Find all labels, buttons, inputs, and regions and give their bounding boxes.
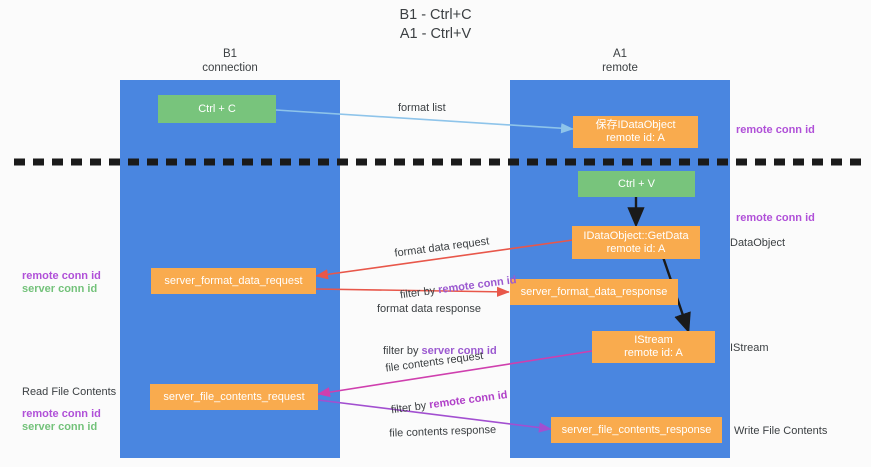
right-column-header: A1 remote: [602, 48, 638, 74]
edge-label-format-data-response-line2: filter by server conn id: [377, 344, 497, 358]
edge-label-format-data-response: format data response filter by server co…: [377, 274, 497, 386]
side-label-istream: IStream: [730, 342, 769, 354]
edge-label-format-data-response-line1: format data response: [377, 303, 481, 315]
node-ctrl-v[interactable]: Ctrl + V: [578, 171, 695, 197]
node-save-idataobject[interactable]: 保存IDataObject remote id: A: [573, 116, 698, 148]
side-label-left-remote-conn-id-mid: remote conn id: [22, 270, 101, 282]
left-column-header: B1 connection: [202, 48, 258, 74]
side-label-left-server-conn-id-mid: server conn id: [22, 283, 98, 295]
node-server-file-contents-response[interactable]: server_file_contents_response: [551, 417, 722, 443]
side-label-left-remote-conn-id-bottom: remote conn id: [22, 408, 101, 420]
side-label-dataobject: DataObject: [730, 237, 786, 249]
key-server-conn-id: server conn id: [421, 345, 497, 357]
node-istream[interactable]: IStream remote id: A: [592, 331, 715, 363]
node-server-format-data-response[interactable]: server_format_data_response: [510, 279, 678, 305]
page-title: B1 - Ctrl+C A1 - Ctrl+V: [399, 7, 472, 42]
side-label-left-server-conn-id-bottom: server conn id: [22, 421, 98, 433]
node-server-file-contents-request[interactable]: server_file_contents_request: [150, 384, 318, 410]
side-label-remote-conn-id-top: remote conn id: [736, 124, 815, 136]
edge-label-file-contents-response: file contents response filter by server …: [378, 395, 499, 467]
filter-by-prefix: filter by: [383, 345, 422, 357]
edge-label-file-contents-request-line1: file contents request: [384, 349, 484, 375]
edge-label-format-data-request-line1: format data request: [393, 235, 490, 260]
node-server-format-data-request[interactable]: server_format_data_request: [151, 268, 316, 294]
side-label-read-file-contents: Read File Contents: [22, 386, 117, 398]
node-idataobject-getdata[interactable]: IDataObject::GetData remote id: A: [572, 226, 700, 259]
side-label-write-file-contents: Write File Contents: [734, 425, 828, 437]
node-ctrl-c[interactable]: Ctrl + C: [158, 95, 276, 123]
side-label-remote-conn-id-mid: remote conn id: [736, 212, 815, 224]
edge-label-format-list: format list: [398, 102, 446, 114]
edge-label-file-contents-response-line1: file contents response: [389, 423, 497, 440]
